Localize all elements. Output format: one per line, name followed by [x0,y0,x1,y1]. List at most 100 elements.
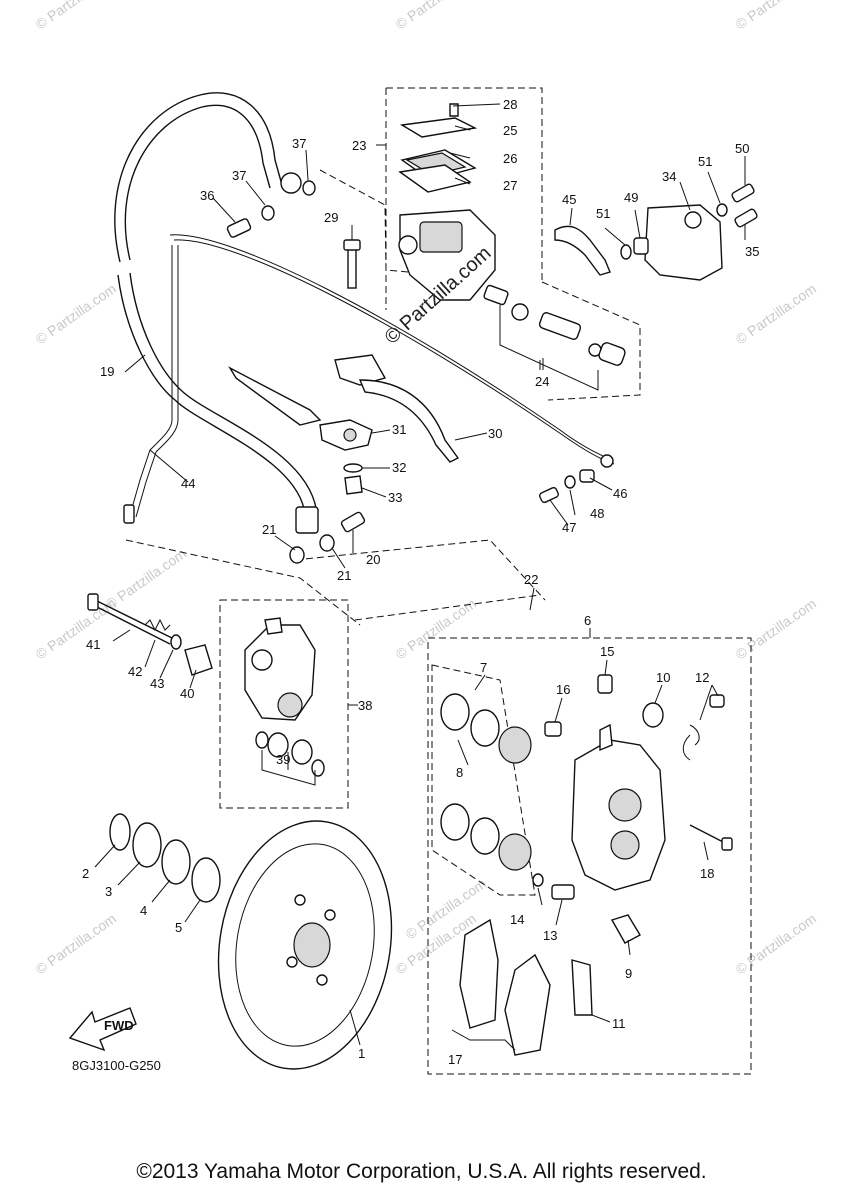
callout-29: 29 [324,210,338,225]
callout-48: 48 [590,506,604,521]
washer-32 [343,463,363,473]
washer-14 [532,873,544,887]
callout-41: 41 [86,637,100,652]
bolt-13 [551,884,575,900]
callout-42: 42 [128,664,142,679]
callout-2: 2 [82,866,89,881]
callout-15: 15 [600,644,614,659]
washer-4 [161,839,191,885]
callout-39: 39 [276,752,290,767]
callout-7: 7 [480,660,487,675]
pin-18 [689,824,726,844]
callout-25: 25 [503,123,517,138]
piston-kit-group-box [541,281,641,401]
callout-27: 27 [503,178,517,193]
washer-5 [191,857,221,903]
caliper-38-group-box [219,599,349,809]
callout-46: 46 [613,486,627,501]
callout-8: 8 [456,765,463,780]
master-cylinder [398,103,496,301]
washer-3 [132,822,162,868]
watermark-tile: © Partzilla.com [733,0,819,32]
callout-40: 40 [180,686,194,701]
pad-spring-11 [571,959,593,1016]
caliper-6-assembly [532,674,733,1016]
piston-kit-24 [483,284,626,391]
callout-21a: 21 [262,522,276,537]
piston [498,833,532,871]
callout-6: 6 [584,613,591,628]
washer-21a [289,546,305,564]
collar-49 [633,237,649,255]
callout-11: 11 [612,1016,626,1031]
collar-40 [184,644,213,676]
plate-27 [398,164,472,193]
callout-31: 31 [392,422,406,437]
callout-22: 22 [524,572,538,587]
master-cylinder-group-box [386,87,543,282]
bolt-20 [340,511,366,533]
callout-24: 24 [535,374,549,389]
throttle-cable-30 [169,234,615,468]
nut-33 [344,475,363,495]
callout-37a: 37 [232,168,246,183]
line-fitting [123,504,135,524]
callout-20: 20 [366,552,380,567]
washer-51b [620,244,632,260]
callout-51a: 51 [698,154,712,169]
washer-21b [319,534,335,552]
callout-17: 17 [448,1052,462,1067]
brake-hose-19 [114,92,319,534]
cable-end [600,454,614,468]
collar-46 [579,469,595,483]
callout-14: 14 [510,912,524,927]
callout-5: 5 [175,920,182,935]
lever-45 [554,225,611,276]
reservoir-cap-25 [399,117,478,138]
callout-38: 38 [358,698,372,713]
cap-10 [642,702,664,728]
callout-26: 26 [503,151,517,166]
bolt-47 [539,486,559,504]
callout-10: 10 [656,670,670,685]
banjo-fitting-upper [280,172,302,194]
callout-labels: 1 2 3 4 5 6 7 8 9 10 11 12 13 14 15 16 1… [82,97,759,1067]
callout-4: 4 [140,903,147,918]
callout-47: 47 [562,520,576,535]
watermark-tile: © Partzilla.com [33,0,119,32]
callout-49: 49 [624,190,638,205]
callout-36: 36 [200,188,214,203]
hose-fitting [295,506,319,534]
callout-35: 35 [745,244,759,259]
washer-37a [261,205,275,221]
watermark-tile: © Partzilla.com [733,280,819,347]
washer-48 [564,475,576,489]
bolt-35 [734,208,758,228]
washer-37b [302,180,316,196]
sleeve-16 [544,721,562,737]
bolts-and-washers [226,180,595,564]
pin-9 [610,914,641,944]
copyright-notice: ©2013 Yamaha Motor Corporation, U.S.A. A… [136,1160,707,1183]
callout-28: 28 [503,97,517,112]
callout-18: 18 [700,866,714,881]
diagram-code: 8GJ3100-G250 [72,1058,161,1073]
bolt-50 [731,183,755,203]
watermark-tile: © Partzilla.com [733,595,819,662]
hose-to-caliper-dashed-2 [354,594,541,621]
bleeder-15 [597,674,613,694]
bracket-34 [644,204,723,281]
callout-50: 50 [735,141,749,156]
callout-16: 16 [556,682,570,697]
callout-19: 19 [100,364,114,379]
watermark-tile: © Partzilla.com [733,910,819,977]
parking-brake-parts [554,183,758,281]
bolt-36 [226,218,252,238]
leader-lines [94,103,746,1051]
callout-51b: 51 [596,206,610,221]
callout-1: 1 [358,1046,365,1061]
brake-disc-assembly [109,813,393,1070]
caliper-6-group-box [427,637,752,1075]
callout-3: 3 [105,884,112,899]
seal-kit-7 [440,693,532,871]
